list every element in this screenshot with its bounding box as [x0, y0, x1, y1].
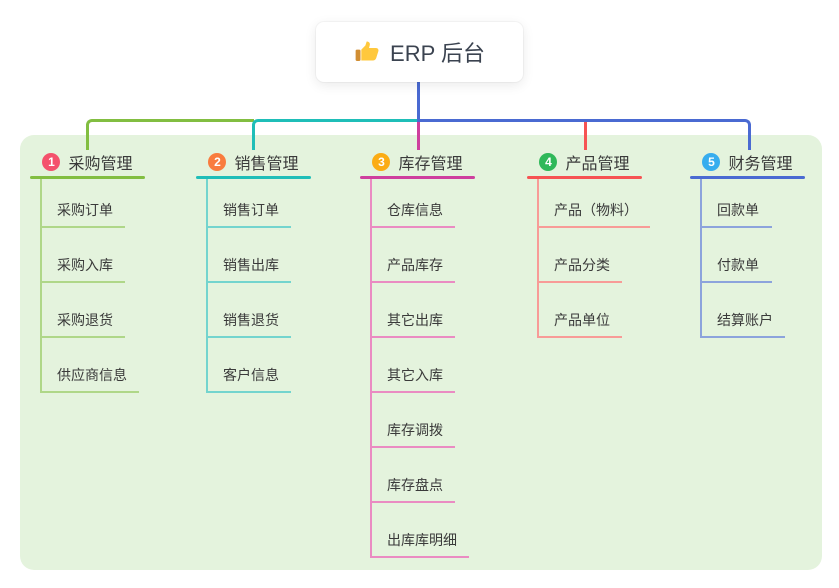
child-node[interactable]: 采购退货: [42, 283, 125, 338]
connector-branch4-drop: [584, 120, 587, 150]
branch-underline: [196, 176, 311, 179]
branch-children: 产品（物料）产品分类产品单位: [537, 179, 650, 338]
child-node[interactable]: 付款单: [702, 228, 772, 283]
branches-panel: [20, 135, 822, 570]
child-node[interactable]: 出库库明细: [372, 503, 469, 558]
branch-number-badge: 4: [539, 153, 558, 171]
child-node[interactable]: 销售订单: [208, 179, 291, 228]
branch-label: 库存管理: [398, 156, 463, 173]
connector-branch3-drop: [417, 120, 420, 150]
branch-number-badge: 3: [372, 153, 391, 171]
branch-title[interactable]: 4 产品管理: [527, 150, 642, 174]
child-node[interactable]: 库存盘点: [372, 448, 455, 503]
branch-underline: [30, 176, 145, 179]
branch-title[interactable]: 3 库存管理: [360, 150, 475, 174]
child-node[interactable]: 产品（物料）: [539, 179, 650, 228]
branch-children: 采购订单采购入库采购退货供应商信息: [40, 179, 145, 393]
branch-title[interactable]: 5 财务管理: [690, 150, 805, 174]
child-node[interactable]: 其它入库: [372, 338, 455, 393]
child-node[interactable]: 其它出库: [372, 283, 455, 338]
child-node[interactable]: 产品单位: [539, 283, 622, 338]
branch-title[interactable]: 2 销售管理: [196, 150, 311, 174]
branch-title[interactable]: 1 采购管理: [30, 150, 145, 174]
branch: 5 财务管理 回款单付款单结算账户: [690, 150, 805, 338]
branch-underline: [690, 176, 805, 179]
connector-branch5-elbow: [417, 119, 751, 150]
branch-underline: [360, 176, 475, 179]
child-node[interactable]: 销售出库: [208, 228, 291, 283]
child-node[interactable]: 结算账户: [702, 283, 785, 338]
branch: 3 库存管理 仓库信息产品库存其它出库其它入库库存调拨库存盘点出库库明细: [360, 150, 475, 558]
child-node[interactable]: 采购入库: [42, 228, 125, 283]
branch-number-badge: 5: [702, 153, 721, 171]
branch-label: 产品管理: [565, 156, 630, 173]
branch: 2 销售管理 销售订单销售出库销售退货客户信息: [196, 150, 311, 393]
connector-branch2-elbow: [252, 119, 418, 150]
thumbs-up-icon: [354, 39, 380, 65]
child-node[interactable]: 客户信息: [208, 338, 291, 393]
child-node[interactable]: 采购订单: [42, 179, 125, 228]
child-node[interactable]: 仓库信息: [372, 179, 455, 228]
branch: 4 产品管理 产品（物料）产品分类产品单位: [527, 150, 650, 338]
branch-children: 回款单付款单结算账户: [700, 179, 805, 338]
root-label: ERP 后台: [390, 41, 485, 66]
child-node[interactable]: 库存调拨: [372, 393, 455, 448]
child-node[interactable]: 供应商信息: [42, 338, 139, 393]
connector-root-stem: [417, 81, 420, 122]
branch-underline: [527, 176, 642, 179]
branch-children: 销售订单销售出库销售退货客户信息: [206, 179, 311, 393]
branch-label: 财务管理: [728, 156, 793, 173]
branch-number-badge: 2: [208, 153, 227, 171]
branch-children: 仓库信息产品库存其它出库其它入库库存调拨库存盘点出库库明细: [370, 179, 475, 558]
root-node[interactable]: ERP 后台: [316, 22, 523, 82]
connector-branch1-elbow: [86, 119, 254, 150]
branch-label: 采购管理: [68, 156, 133, 173]
branch-number-badge: 1: [42, 153, 61, 171]
child-node[interactable]: 销售退货: [208, 283, 291, 338]
child-node[interactable]: 产品库存: [372, 228, 455, 283]
child-node[interactable]: 产品分类: [539, 228, 622, 283]
branch: 1 采购管理 采购订单采购入库采购退货供应商信息: [30, 150, 145, 393]
branch-label: 销售管理: [234, 156, 299, 173]
child-node[interactable]: 回款单: [702, 179, 772, 228]
